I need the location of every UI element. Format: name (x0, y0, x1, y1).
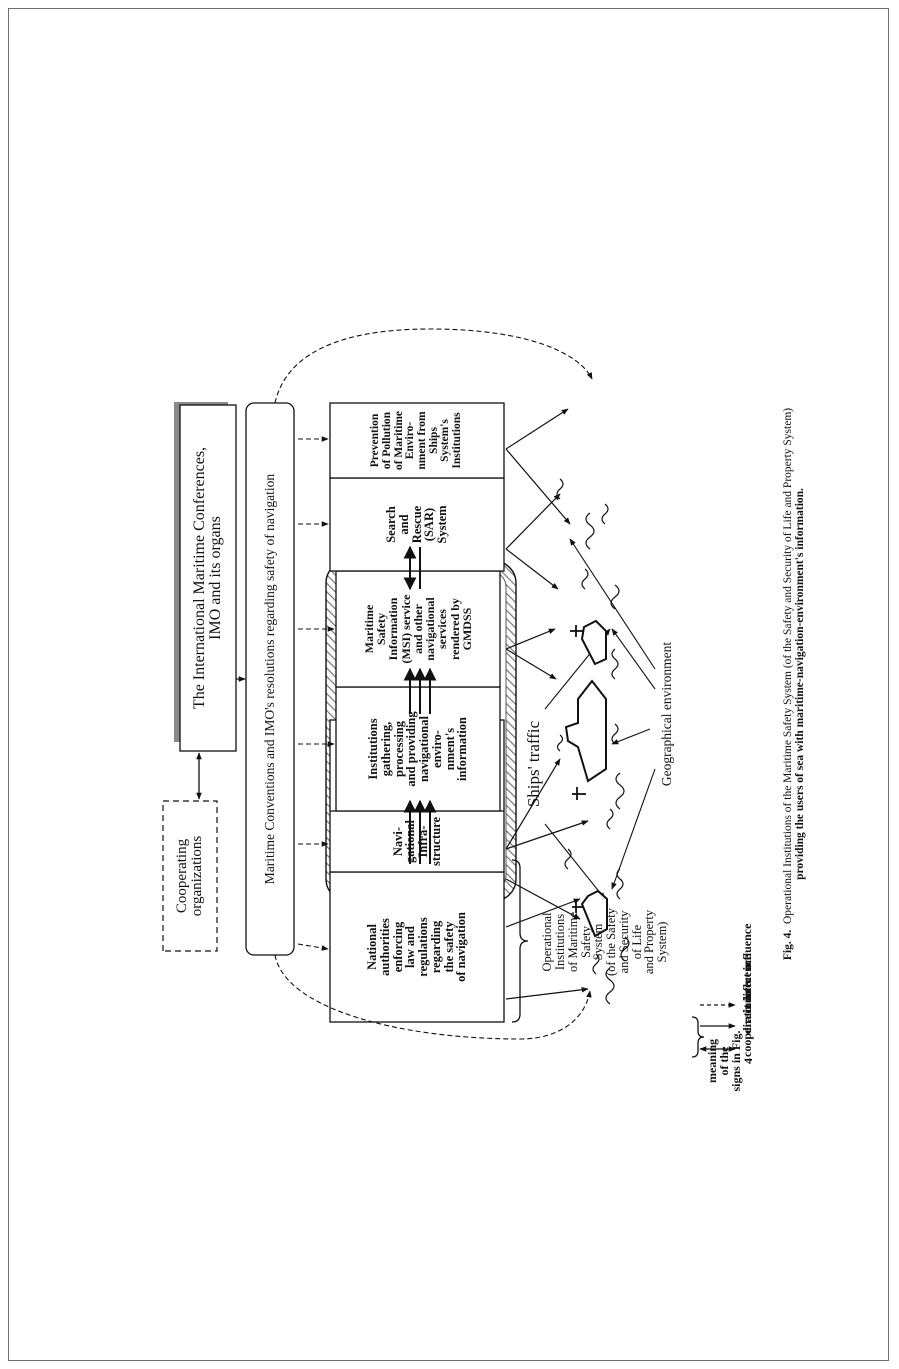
geographical-environment-label: Geographical environment (656, 619, 678, 809)
conventions-label: Maritime Conventions and IMO's resolutio… (246, 403, 294, 955)
legend-indirect-label: indirect influence (738, 863, 756, 1013)
caption-line-1: Operational Institutions of the Maritime… (782, 408, 794, 924)
ship-right (570, 621, 606, 664)
ship-center (566, 681, 606, 800)
conferences-label: The International Maritime Conferences, … (180, 405, 236, 751)
institution-label-6: Prevention of Pollution of Maritime Envi… (330, 403, 504, 478)
ships-traffic-label: Ships' traffic (520, 699, 548, 829)
institution-label-4: Maritime Safety Information (MSI) servic… (336, 571, 500, 687)
caption-fig-number: Fig. 4. (782, 930, 794, 960)
institution-label-1: National authorities enforcing law and r… (330, 872, 504, 1022)
institution-label-2: Navi- gational Infra- structure (330, 811, 504, 872)
cooperating-label: Cooperating organizations (163, 801, 217, 951)
institution-label-3: Institutions gathering, processing and p… (336, 687, 500, 811)
operational-institutions-label: Operational Institutions of Maritime Saf… (540, 837, 670, 1047)
caption-line-2: providing the users of sea with maritime… (795, 488, 807, 880)
institution-label-5: Search and Rescue (SAR) System (330, 478, 504, 571)
figure-caption: Fig. 4. Operational Institutions of the … (775, 269, 815, 1099)
